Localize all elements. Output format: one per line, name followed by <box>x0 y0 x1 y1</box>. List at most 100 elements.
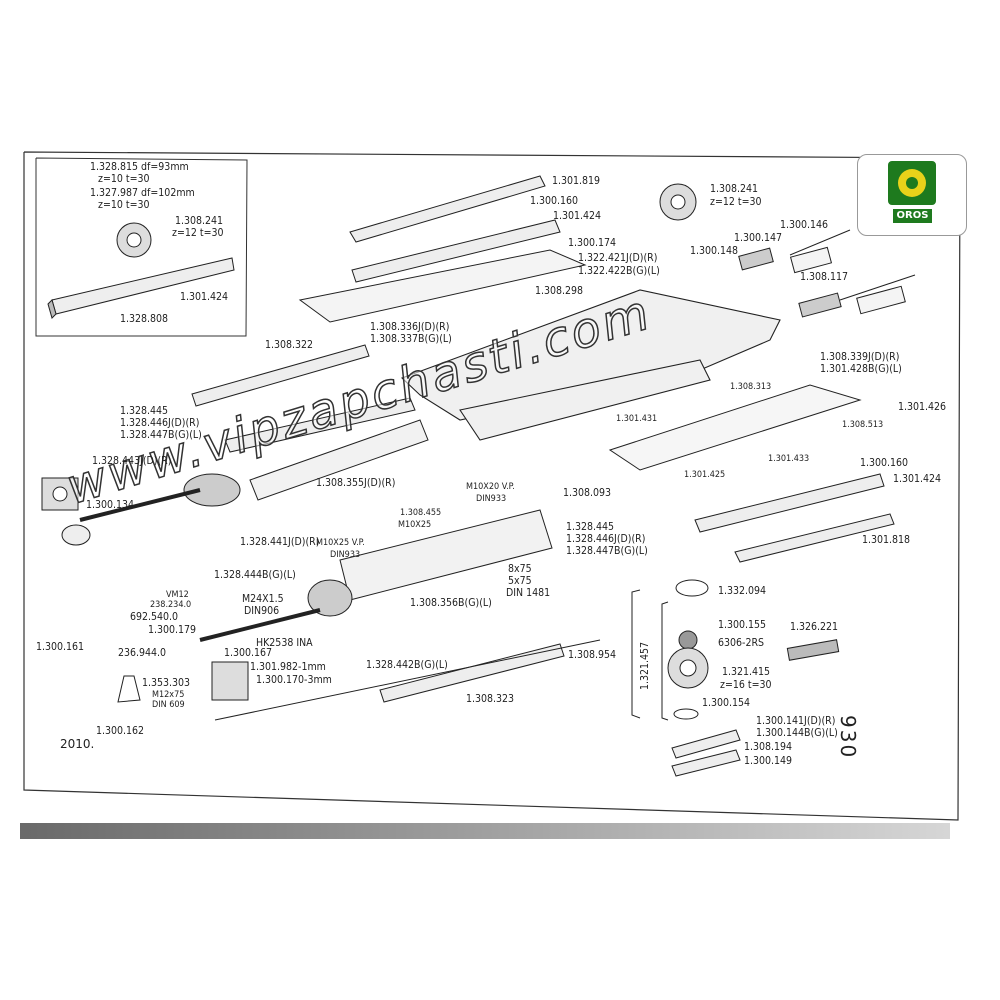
part-label: 1.308.241 <box>710 183 759 195</box>
page-number: 930 <box>836 715 860 760</box>
part-label: z=12 t=30 <box>710 196 762 208</box>
part-label: 1.300.148 <box>690 245 739 257</box>
part-label: 1.300.161 <box>36 641 85 653</box>
inset-bar <box>47 257 235 319</box>
part-label: DIN933 <box>476 494 507 504</box>
auger-lower <box>307 509 553 617</box>
part-label: 1.308.117 <box>800 271 849 283</box>
rail-1328442 <box>379 643 565 703</box>
part-label: 1.300.179 <box>148 624 197 636</box>
part-label: 6306-2RS <box>718 637 765 649</box>
part-label: 1.308.336J(D)(R) <box>370 321 450 333</box>
lower-bar-1301818 <box>734 513 895 563</box>
part-label: 1.308.356B(G)(L) <box>410 597 492 609</box>
part-label: 1.308.954 <box>568 649 617 661</box>
part-label: 1.301.424 <box>893 473 942 485</box>
part-label: 1.308.323 <box>466 693 515 705</box>
part-label: 1.301.819 <box>552 175 601 187</box>
lower-bar-1301424 <box>694 473 885 533</box>
part-label: 1.308.093 <box>563 487 612 499</box>
part-label: 1.328.442B(G)(L) <box>366 659 448 671</box>
part-label: 1.328.444B(G)(L) <box>214 569 296 581</box>
part-label: 1.308.339J(D)(R) <box>820 351 900 363</box>
part-label: 1.300.144B(G)(L) <box>756 727 838 739</box>
part-label: 692.540.0 <box>130 611 179 623</box>
part-label: z=10 t=30 <box>98 199 150 211</box>
part-label: 1.301.425 <box>684 470 726 480</box>
sprocket-1308241 <box>659 183 697 221</box>
part-label: 1.308.298 <box>535 285 584 297</box>
part-label: 1.308.194 <box>744 741 793 753</box>
part-label: 1.301.424 <box>180 291 229 303</box>
part-label: 1.322.421J(D)(R) <box>578 252 658 264</box>
part-label: 1.301.424 <box>553 210 602 222</box>
part-label: 1.300.147 <box>734 232 783 244</box>
skid-plate-1308336 <box>298 249 587 323</box>
part-label: 1.321.415 <box>722 666 771 678</box>
upper-bar-1301819 <box>349 175 546 243</box>
part-label: 1.321.457 <box>639 641 651 690</box>
part-label: 1.308.455 <box>400 508 442 518</box>
part-label: M10X20 V.P. <box>466 482 515 492</box>
part-label: z=10 t=30 <box>98 173 150 185</box>
part-label: M10X25 V.P. <box>316 538 365 548</box>
part-label: 1.301.818 <box>862 534 911 546</box>
skid-1308339 <box>608 384 862 471</box>
part-label: 8x75 <box>508 563 532 575</box>
part-label: z=16 t=30 <box>720 679 772 691</box>
rail-1328446 <box>224 397 416 453</box>
part-label: HK2538 INA <box>256 637 313 649</box>
part-label: 1.301.431 <box>616 414 658 424</box>
part-label: 1.353.303 <box>142 677 191 689</box>
part-label: 1.308.313 <box>730 382 772 392</box>
part-label: z=12 t=30 <box>172 227 224 239</box>
scan-shadow-bar <box>20 823 950 839</box>
part-label: 238.234.0 <box>150 600 192 610</box>
part-label: 1.300.155 <box>718 619 767 631</box>
inset-box <box>35 157 248 337</box>
part-label: 1.322.422B(G)(L) <box>578 265 660 277</box>
part-label: 1.300.146 <box>780 219 829 231</box>
part-label: 1.308.355J(D)(R) <box>316 477 396 489</box>
part-label: 1.300.160 <box>530 195 579 207</box>
part-label: 1.328.446J(D)(R) <box>120 417 200 429</box>
part-label: 1.300.162 <box>96 725 145 737</box>
year-label: 2010. <box>60 737 95 751</box>
part-label: DIN 609 <box>152 700 185 710</box>
part-label: DIN906 <box>244 605 280 617</box>
part-label: 1.300.141J(D)(R) <box>756 715 836 727</box>
part-label: 1.328.441J(D)(R) <box>240 536 320 548</box>
auger-upper <box>183 419 429 507</box>
part-label: 1.300.154 <box>702 697 751 709</box>
part-label: 1.300.167 <box>224 647 273 659</box>
part-label: 1.328.447B(G)(L) <box>120 429 202 441</box>
oros-logo-icon <box>888 161 936 205</box>
part-label: 1.328.815 df=93mm <box>90 161 189 173</box>
part-label: M24X1.5 <box>242 593 284 605</box>
part-label: 1.326.221 <box>790 621 839 633</box>
part-label: 236.944.0 <box>118 647 167 659</box>
upper-bar-1300174 <box>351 219 561 283</box>
part-label: 1.327.987 df=102mm <box>90 187 195 199</box>
part-label: 1.300.160 <box>860 457 909 469</box>
part-label: M12x75 <box>152 690 185 700</box>
part-label: 1.328.443J(D)(R) <box>92 455 172 467</box>
rail-1308322 <box>191 344 370 407</box>
part-label: 1.301.426 <box>898 401 947 413</box>
part-label: 1.308.337B(G)(L) <box>370 333 452 345</box>
part-label: 5x75 <box>508 575 532 587</box>
oros-logo: OROS <box>857 154 967 236</box>
part-label: 1.328.445 <box>566 521 615 533</box>
part-label: M10X25 <box>398 520 432 530</box>
part-label: 1.300.134 <box>86 499 135 511</box>
part-label: 1.301.428B(G)(L) <box>820 363 902 375</box>
part-label: VM12 <box>166 590 189 600</box>
part-label: 1.300.170-3mm <box>256 674 332 686</box>
left-bracket <box>41 477 201 546</box>
part-label: 1.301.982-1mm <box>250 661 326 673</box>
part-label: 1.328.445 <box>120 405 169 417</box>
logo-text: OROS <box>893 209 932 223</box>
part-label: 1.328.808 <box>120 313 169 325</box>
part-label: 1.300.174 <box>568 237 617 249</box>
